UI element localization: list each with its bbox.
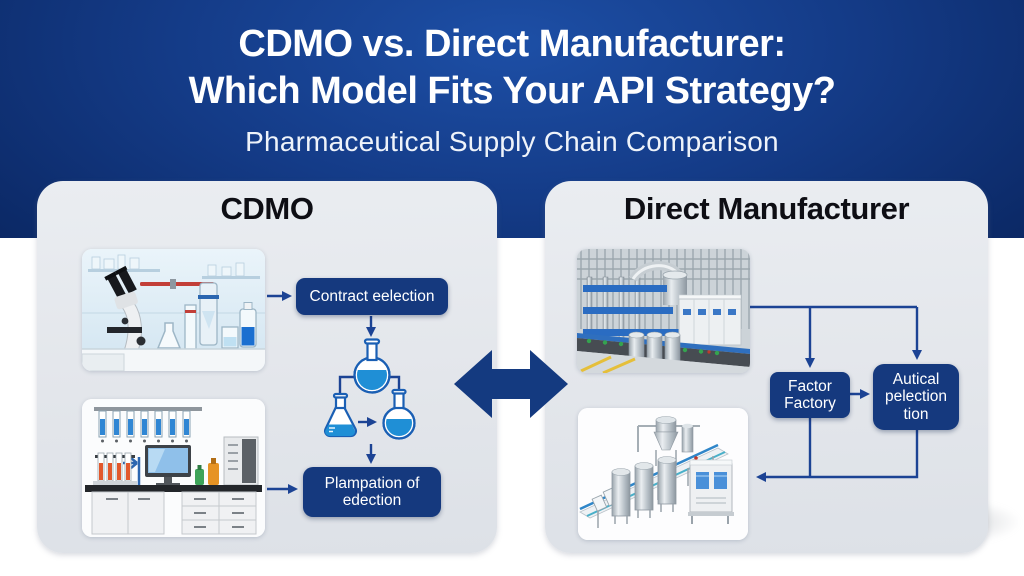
autical-selection-line1: Autical (892, 370, 940, 388)
preparation-selection-line1: Plampation of (324, 474, 420, 492)
lab-research-illustration (82, 249, 265, 371)
main-title-line1: CDMO vs. Direct Manufacturer: (238, 23, 786, 65)
factor-factory-box: Factor Factory (770, 372, 850, 418)
direct-manufacturer-panel-title: Direct Manufacturer (623, 191, 910, 226)
process-equipment-illustration (578, 408, 748, 540)
autical-selection-line3: tion (903, 405, 929, 423)
flask-process-flow-icon (324, 338, 416, 440)
contract-selection-label: Contract eelection (309, 287, 435, 305)
subtitle: Pharmaceutical Supply Chain Comparison (245, 126, 779, 157)
cdmo-panel-title: CDMO (220, 191, 314, 226)
preparation-selection-box: Plampation of edection (303, 467, 441, 517)
autical-selection-line2: pelection (884, 388, 948, 406)
bidirectional-arrow-icon (454, 350, 568, 418)
factor-factory-line1: Factor (788, 377, 832, 395)
direct-manufacturer-panel: Direct Manufacturer (545, 181, 988, 553)
contract-selection-box: Contract eelection (296, 278, 448, 315)
title-block: CDMO vs. Direct Manufacturer: Which Mode… (0, 21, 1024, 158)
cdmo-panel: CDMO (37, 181, 497, 553)
factory-line-illustration (577, 249, 750, 373)
autical-selection-box: Autical pelection tion (873, 364, 959, 430)
main-title-line2: Which Model Fits Your API Strategy? (188, 70, 836, 112)
preparation-selection-line2: edection (342, 492, 402, 509)
factor-factory-line2: Factory (784, 395, 836, 412)
lab-bench-illustration (82, 399, 265, 537)
